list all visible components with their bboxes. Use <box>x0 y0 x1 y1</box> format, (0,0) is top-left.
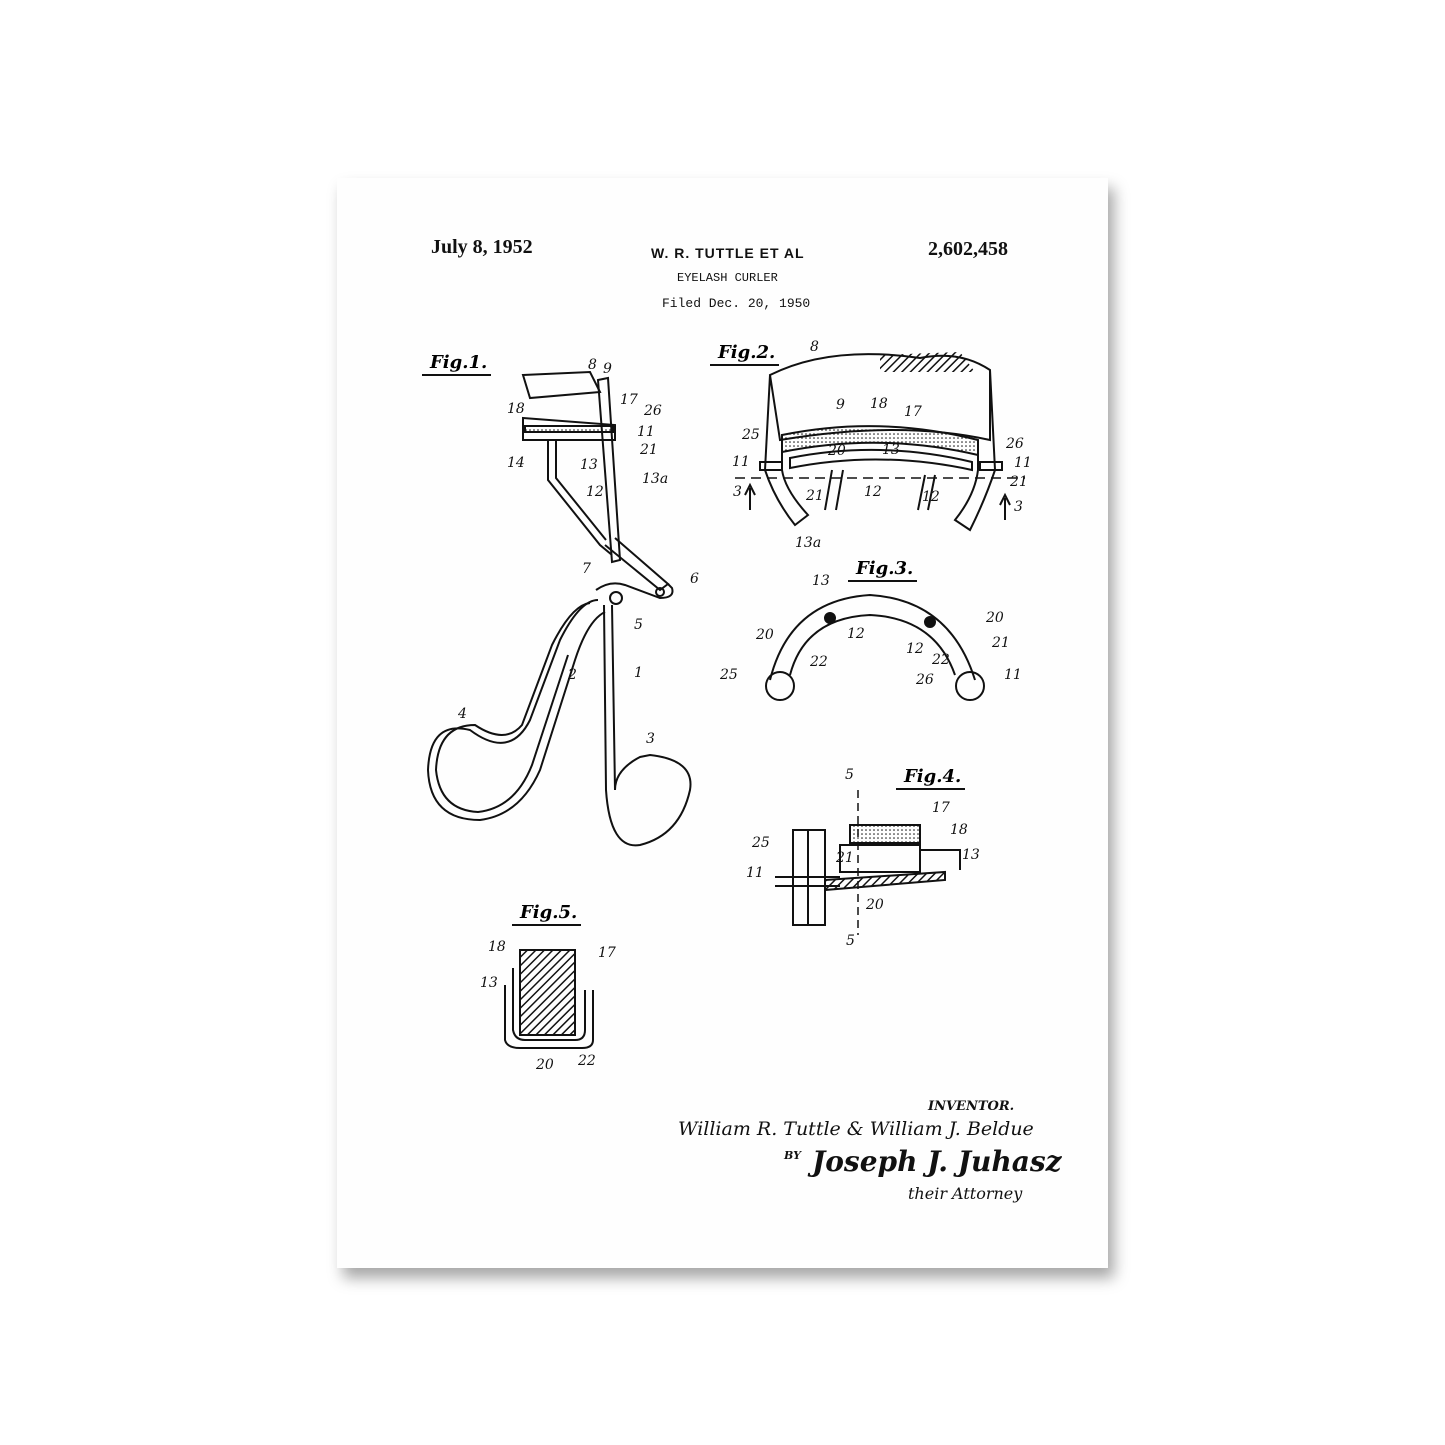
fig1-reference-numeral: 7 <box>582 561 591 577</box>
attorney-signature: Joseph J. Juhasz <box>812 1145 1062 1178</box>
patent-number: 2,602,458 <box>928 238 1008 260</box>
fig1-reference-numeral: 3 <box>646 731 655 747</box>
fig4-title: Fig.4. <box>896 766 966 790</box>
fig1-drawing <box>426 370 692 847</box>
fig1-reference-numeral: 12 <box>586 484 604 500</box>
inventor-name: W. R. TUTTLE ET AL <box>651 245 805 261</box>
fig2-reference-numeral: 3 <box>733 484 742 500</box>
fig3-drawing <box>765 593 985 701</box>
fig3-reference-numeral: 20 <box>986 610 1004 626</box>
fig1-reference-numeral: 21 <box>640 442 658 458</box>
fig1-reference-numeral: 14 <box>507 455 525 471</box>
fig1-reference-numeral: 6 <box>690 571 699 587</box>
fig5-drawing <box>504 949 594 1049</box>
by-label: BY <box>784 1149 801 1162</box>
fig1-reference-numeral: 1 <box>634 665 643 681</box>
fig1-reference-numeral: 9 <box>603 361 612 377</box>
fig3-reference-numeral: 26 <box>916 672 934 688</box>
fig2-reference-numeral: 12 <box>864 484 882 500</box>
fig2-reference-numeral: 13 <box>882 442 900 458</box>
fig1-reference-numeral: 4 <box>458 706 467 722</box>
fig2-reference-numeral: 3 <box>1014 499 1023 515</box>
patent-poster <box>337 178 1108 1268</box>
inventor-signatures: William R. Tuttle & William J. Beldue <box>678 1118 1034 1140</box>
fig2-reference-numeral: 11 <box>732 454 750 470</box>
fig2-reference-numeral: 17 <box>904 404 922 420</box>
fig1-title: Fig.1. <box>422 352 492 376</box>
fig1-reference-numeral: 26 <box>644 403 662 419</box>
inventor-label: INVENTOR. <box>928 1099 1015 1114</box>
fig5-reference-numeral: 22 <box>578 1053 596 1069</box>
fig4-reference-numeral: 5 <box>845 767 854 783</box>
fig2-reference-numeral: 21 <box>1010 474 1028 490</box>
fig2-reference-numeral: 20 <box>828 443 846 459</box>
fig4-reference-numeral: 5 <box>846 933 855 949</box>
fig3-reference-numeral: 13 <box>812 573 830 589</box>
fig5-title: Fig.5. <box>512 902 582 926</box>
fig5-reference-numeral: 13 <box>480 975 498 991</box>
fig4-reference-numeral: 17 <box>932 800 950 816</box>
fig3-reference-numeral: 20 <box>756 627 774 643</box>
fig1-reference-numeral: 5 <box>634 617 643 633</box>
fig5-reference-numeral: 20 <box>536 1057 554 1073</box>
fig4-reference-numeral: 21 <box>836 850 854 866</box>
fig3-reference-numeral: 21 <box>992 635 1010 651</box>
fig4-reference-numeral: 13 <box>962 847 980 863</box>
fig2-reference-numeral: 26 <box>1006 436 1024 452</box>
fig4-reference-numeral: 25 <box>752 835 770 851</box>
attorney-label: their Attorney <box>908 1184 1023 1203</box>
fig4-reference-numeral: 18 <box>950 822 968 838</box>
fig3-reference-numeral: 25 <box>720 667 738 683</box>
fig4-drawing <box>775 790 961 935</box>
fig2-reference-numeral: 8 <box>810 339 819 355</box>
fig2-title: Fig.2. <box>710 342 780 366</box>
fig1-reference-numeral: 13a <box>642 471 669 487</box>
patent-title: EYELASH CURLER <box>677 271 778 285</box>
fig3-reference-numeral: 22 <box>810 654 828 670</box>
fig3-reference-numeral: 11 <box>1004 667 1022 683</box>
fig2-reference-numeral: 9 <box>836 397 845 413</box>
fig1-reference-numeral: 11 <box>637 424 655 440</box>
fig3-reference-numeral: 12 <box>847 626 865 642</box>
fig4-reference-numeral: 11 <box>746 865 764 881</box>
fig2-reference-numeral: 18 <box>870 396 888 412</box>
patent-date: July 8, 1952 <box>431 236 533 258</box>
fig3-title: Fig.3. <box>848 558 918 582</box>
fig2-reference-numeral: 12 <box>922 489 940 505</box>
fig2-reference-numeral: 25 <box>742 427 760 443</box>
fig1-reference-numeral: 13 <box>580 457 598 473</box>
fig1-reference-numeral: 17 <box>620 392 638 408</box>
fig1-reference-numeral: 18 <box>507 401 525 417</box>
filed-date: Filed Dec. 20, 1950 <box>662 296 811 311</box>
fig4-reference-numeral: 20 <box>866 897 884 913</box>
fig5-reference-numeral: 18 <box>488 939 506 955</box>
fig2-reference-numeral: 11 <box>1014 455 1032 471</box>
fig1-reference-numeral: 2 <box>568 667 577 683</box>
fig3-reference-numeral: 22 <box>932 652 950 668</box>
fig3-reference-numeral: 12 <box>906 641 924 657</box>
fig2-reference-numeral: 13a <box>795 535 822 551</box>
fig1-reference-numeral: 8 <box>588 357 597 373</box>
fig2-drawing <box>735 352 1025 532</box>
fig5-reference-numeral: 17 <box>598 945 616 961</box>
fig2-reference-numeral: 21 <box>806 488 824 504</box>
